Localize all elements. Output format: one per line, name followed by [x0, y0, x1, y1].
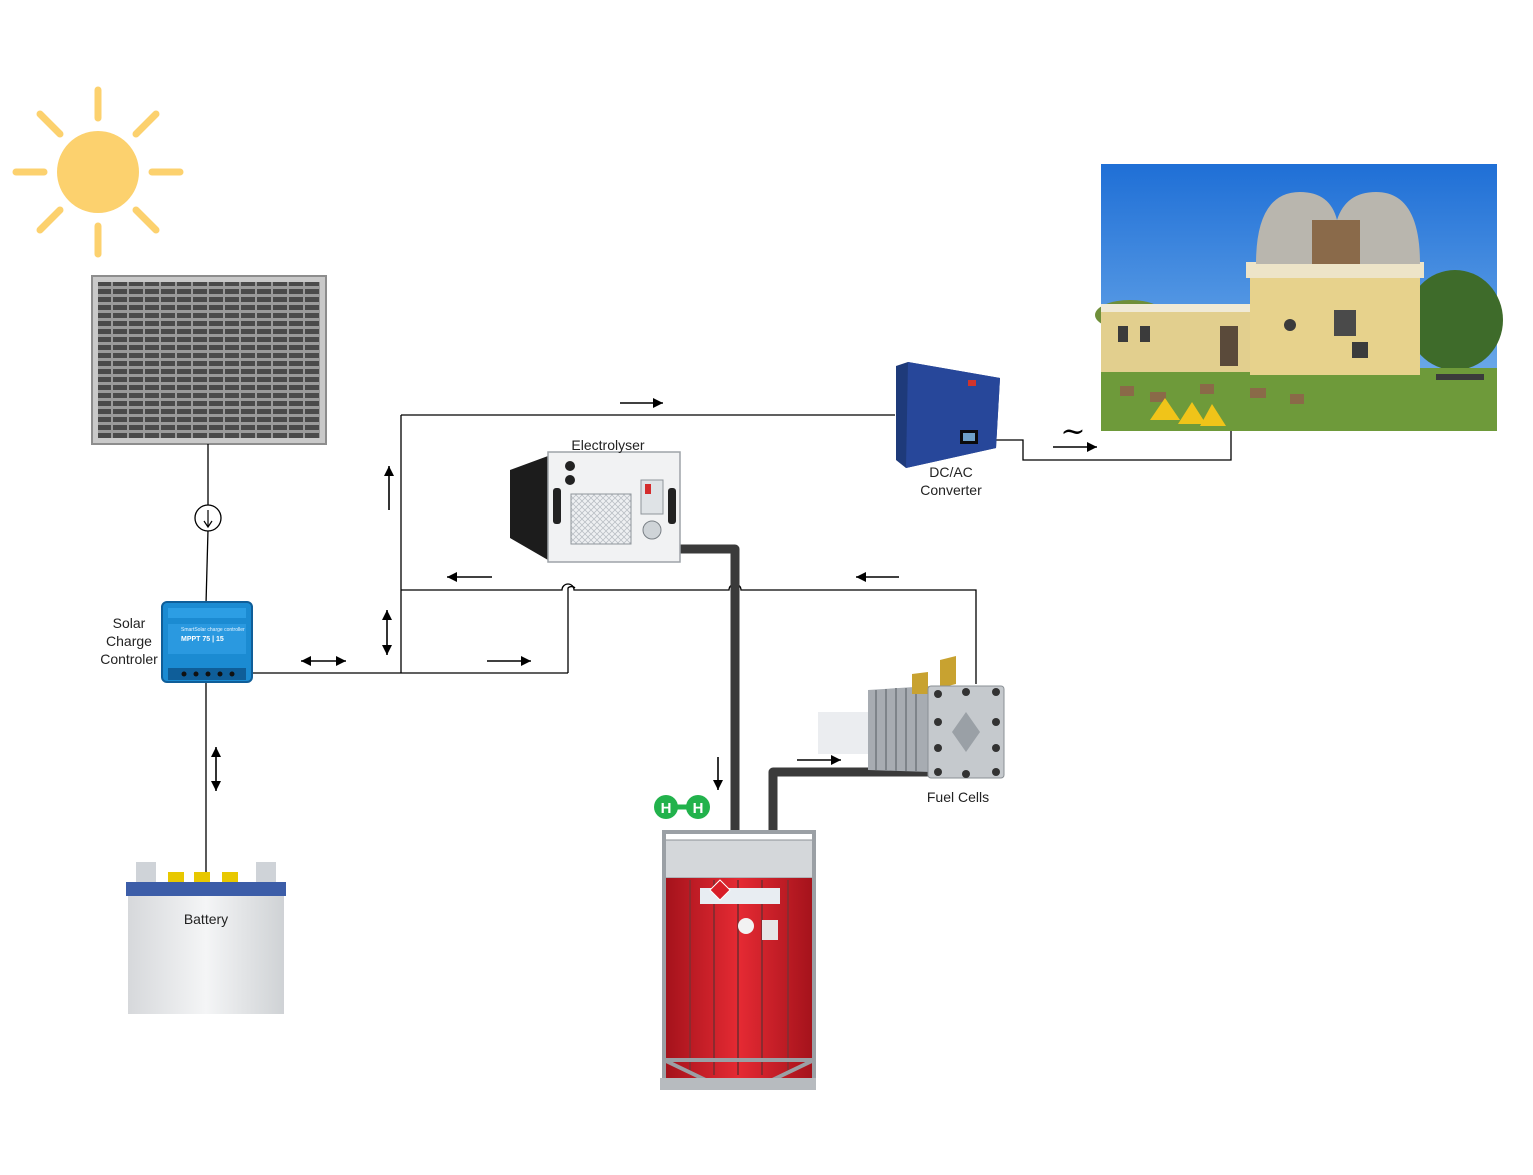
electrolyser: [510, 451, 681, 563]
hydrogen-tank-bundle: [660, 830, 816, 1090]
electrolyser-label: Electrolyser: [571, 437, 644, 453]
converter-label-line1: DC/AC: [929, 464, 973, 480]
sun-icon: [12, 86, 184, 258]
flow-arrows: [211, 398, 1097, 791]
wiring: [205, 414, 1232, 874]
fuel-cells: [818, 656, 1005, 779]
controller-label-line1: Solar: [113, 615, 146, 631]
controller-brand-text: SmartSolar charge controller: [181, 627, 245, 633]
current-source-icon: [194, 504, 222, 532]
fuel-cells-label: Fuel Cells: [927, 789, 989, 805]
solar-panel: [91, 275, 327, 445]
controller-model-text: MPPT 75 | 15: [181, 636, 224, 643]
dcac-converter: [896, 362, 1000, 468]
battery: [126, 862, 286, 1014]
hydrogen-molecule-icon: H H: [654, 795, 710, 819]
ac-symbol: ~: [1060, 414, 1085, 449]
h2-letter-1: H: [661, 800, 672, 817]
observatory-photo: [1095, 164, 1503, 431]
converter-label-line2: Converter: [920, 482, 982, 498]
solar-charge-controller: SmartSolar charge controller MPPT 75 | 1…: [161, 601, 253, 683]
battery-label: Battery: [184, 911, 228, 927]
h2-letter-2: H: [693, 800, 704, 817]
controller-label-line2: Charge: [106, 633, 152, 649]
controller-label-line3: Controler: [100, 651, 158, 667]
